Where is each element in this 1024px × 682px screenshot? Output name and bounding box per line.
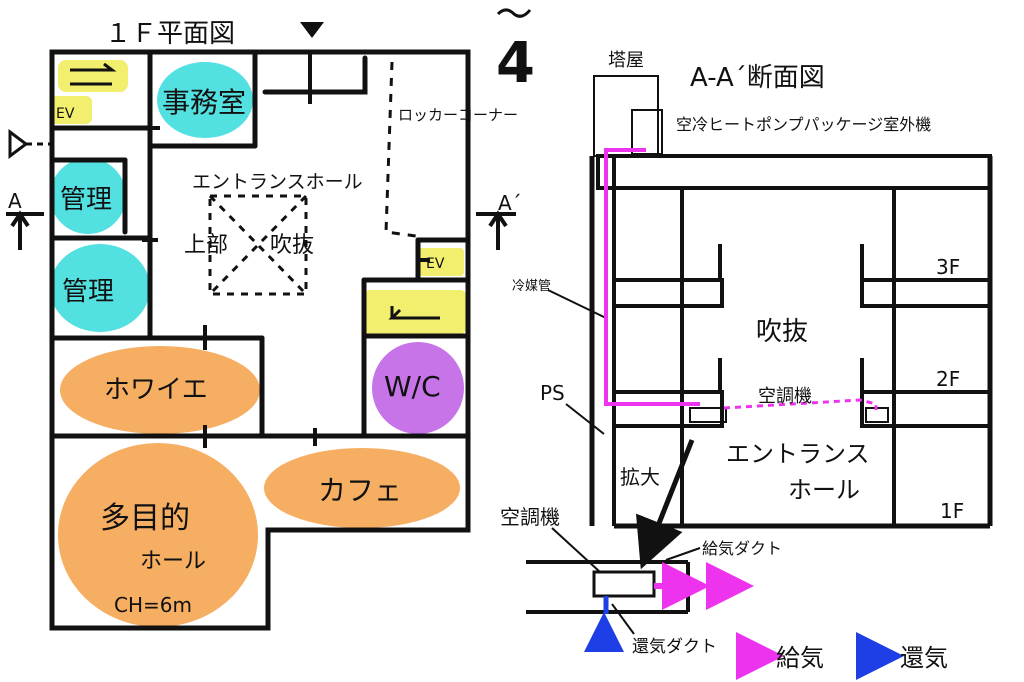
detail-label-ac-unit: 空調機 (500, 505, 560, 529)
label-locker-text: ロッカーコーナー (398, 106, 518, 124)
label-ceiling-height: CH=6m (114, 593, 192, 617)
label-void-1: 上部 (184, 233, 228, 258)
label-elevator-right: EV (426, 256, 445, 272)
elevator-right-fill-2 (418, 248, 464, 276)
label-entrance-hall: エントランスホール (192, 171, 363, 193)
door-ticks (140, 52, 430, 448)
section-marker-left (6, 210, 44, 250)
label-refrigerant-pipe: 冷媒管 (512, 279, 551, 294)
label-admin2: 管理 (62, 277, 114, 307)
label-admin1: 管理 (60, 185, 112, 215)
label-ac-unit: 空調機 (758, 386, 812, 407)
legend-return-label: 還気 (900, 644, 948, 672)
label-multipurpose-2: ホール (140, 549, 206, 574)
office-fill (157, 62, 253, 138)
elevator-right-fill (364, 290, 466, 334)
plan-title: １Ｆ平面図 (105, 19, 235, 49)
label-enlarge: 拡大 (620, 465, 660, 489)
label-wc: W/C (384, 370, 441, 403)
label-multipurpose-1: 多目的 (100, 501, 190, 536)
void-outline (208, 194, 308, 296)
elevator-top-fill-2 (50, 96, 92, 124)
section-marker-right (476, 210, 516, 250)
label-outdoor-unit: 空冷ヒートポンプパッケージ室外機 (676, 115, 931, 134)
label-void-2: 吹抜 (270, 233, 314, 258)
label-foyer: ホワイエ (104, 375, 208, 405)
label-cafe: カフェ (318, 474, 402, 507)
cafe-fill (264, 448, 460, 528)
floor-plan (6, 22, 516, 631)
label-elevator-top: EV (56, 106, 75, 122)
legend-supply-label: 給気 (776, 644, 824, 672)
section-marker-left-label: A (8, 189, 22, 213)
label-floor-2: 2F (936, 367, 960, 391)
label-office: 事務室 (162, 86, 246, 119)
detail-drawing (526, 527, 701, 635)
refrigerant-pipe-line (604, 148, 700, 406)
label-entrance-section-1: エントランス (726, 440, 870, 468)
north-icon (300, 22, 324, 38)
label-void: 吹抜 (756, 317, 808, 347)
detail-label-supply-duct: 給気ダクト (702, 539, 782, 558)
wc-fill (372, 342, 464, 434)
label-floor-3: 3F (936, 255, 960, 279)
admin1-fill (50, 158, 126, 234)
detail-ac-unit (592, 570, 656, 598)
sheet-number: 4 (496, 31, 535, 96)
plan-walls (49, 49, 471, 631)
admin2-fill (50, 244, 150, 332)
label-floor-1: 1F (940, 499, 964, 523)
section-marker-right-label: A´ (498, 191, 522, 215)
label-ps: PS (540, 381, 565, 405)
multipurpose-fill (58, 443, 258, 627)
foyer-fill (60, 346, 260, 434)
label-entrance-section-2: ホール (788, 476, 860, 504)
detail-label-return-duct: 還気ダクト (632, 637, 717, 657)
elevator-top-fill (58, 60, 128, 92)
label-penthouse: 塔屋 (608, 50, 644, 71)
label-locker: ロッカーコーナー (398, 106, 518, 124)
section-title: A-A´断面図 (690, 63, 825, 93)
